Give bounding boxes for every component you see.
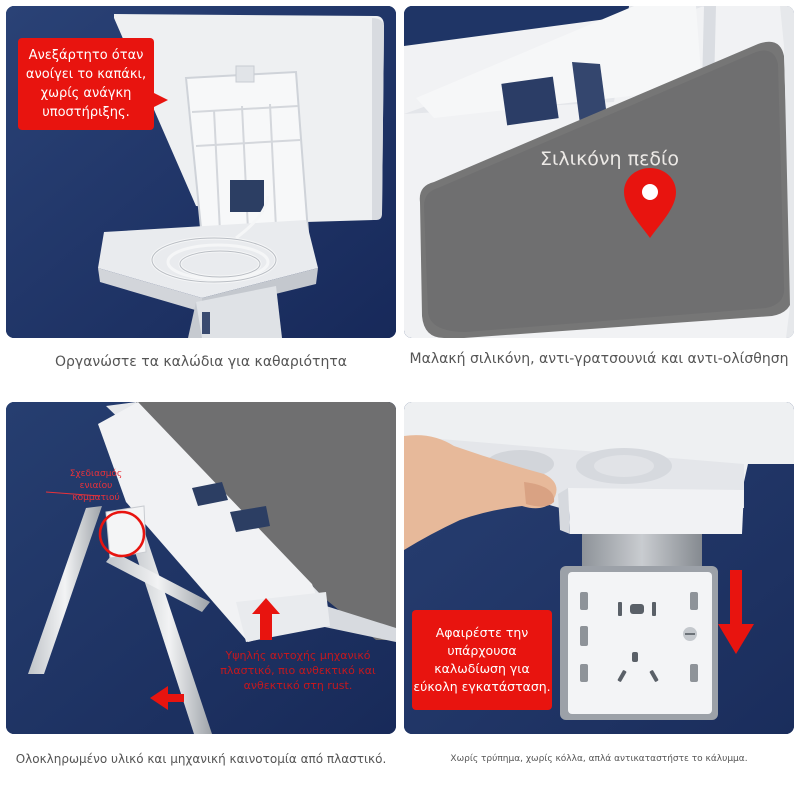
caption-integrated-material: Ολοκληρωμένο υλικό και μηχανική καινοτομ… <box>15 752 387 766</box>
caption-organize-cables: Οργανώστε τα καλώδια για καθαριότητα <box>55 354 347 370</box>
callout-self-standing-lid: Ανεξάρτητο όταν ανοίγει το καπάκι, χωρίς… <box>18 38 168 130</box>
callout-text: Αφαιρέστε την υπάρχουσα καλωδίωση για εύ… <box>413 625 551 694</box>
panel-easy-installation: Αφαιρέστε την υπάρχουσα καλωδίωση για εύ… <box>404 402 794 734</box>
location-pin-icon <box>624 168 676 238</box>
caption-no-drilling: Χωρίς τρύπημα, χωρίς κόλλα, απλά αντικατ… <box>450 754 748 764</box>
panel-one-piece-design: Σχεδιασμός ενιαίου κομματιού Υψηλής αντο… <box>6 402 396 734</box>
silicone-field-label: Σιλικόνη πεδίο <box>540 148 680 170</box>
callout-remove-wiring: Αφαιρέστε την υπάρχουσα καλωδίωση για εύ… <box>412 610 552 710</box>
caption-soft-silicone: Μαλακή σιλικόνη, αντι-γρατσουνιά και αντ… <box>409 351 789 367</box>
cable-organizer-illustration <box>6 6 396 338</box>
silicone-surface-illustration <box>404 6 794 338</box>
one-piece-label: Σχεδιασμός ενιαίου κομματιού <box>69 469 123 503</box>
engineering-plastic-text: Υψηλής αντοχής μηχανικό πλαστικό, πιο αν… <box>220 649 376 692</box>
panel-cable-organizer: Ανεξάρτητο όταν ανοίγει το καπάκι, χωρίς… <box>6 6 396 338</box>
panel-silicone-surface: Σιλικόνη πεδίο <box>404 6 794 338</box>
one-piece-design-illustration <box>6 402 396 734</box>
callout-text: Ανεξάρτητο όταν ανοίγει το καπάκι, χωρίς… <box>25 48 147 120</box>
